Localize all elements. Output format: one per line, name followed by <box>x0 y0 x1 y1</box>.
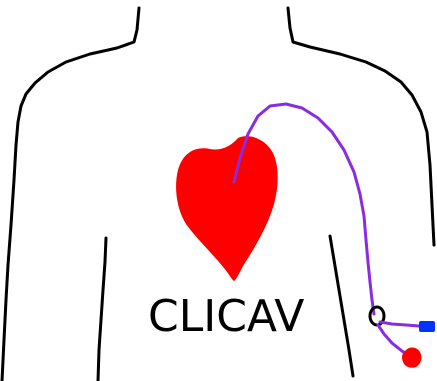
catheter-branch-blue <box>380 322 419 326</box>
torso-right-contour <box>288 8 434 245</box>
torso-left-contour <box>2 8 139 381</box>
heart-shape <box>176 136 278 281</box>
blue-connector-icon <box>419 321 435 332</box>
catheter-branch-red <box>378 325 408 355</box>
red-connector-icon <box>402 348 421 368</box>
left-arm-inner-line <box>98 238 106 381</box>
right-arm-inner-line <box>330 236 353 376</box>
diagram-label: CLICAV <box>148 291 304 342</box>
